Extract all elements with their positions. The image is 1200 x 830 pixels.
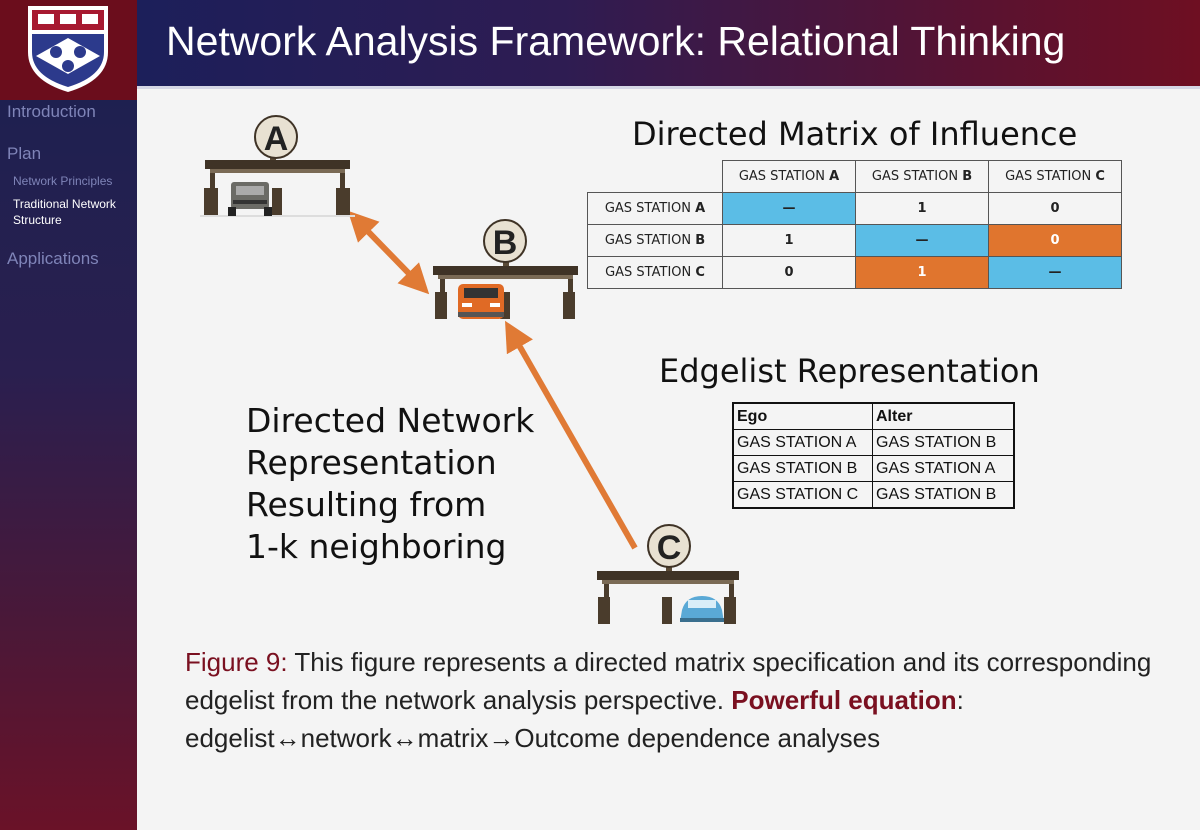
caption-text: This figure represents a directed matrix… (185, 647, 1152, 715)
university-shield-logo (0, 0, 137, 100)
gas-station-icon (200, 152, 355, 217)
matrix-cell: — (722, 192, 856, 225)
matrix-row-header: GAS STATION A (587, 192, 723, 225)
jeep-icon (228, 182, 272, 216)
nav-applications[interactable]: Applications (7, 249, 99, 268)
network-description-line: Resulting from (246, 485, 487, 524)
matrix-row-header: GAS STATION C (587, 256, 723, 289)
network-description-line: Directed Network (246, 401, 535, 440)
node-a-label: A (254, 115, 298, 159)
network-description: Directed Network Representation Resultin… (246, 400, 534, 568)
edgelist-cell: GAS STATION C (732, 481, 873, 509)
figure-caption: Figure 9: This figure represents a direc… (185, 643, 1155, 757)
matrix-heading: Directed Matrix of Influence (632, 115, 1078, 153)
edgelist-heading: Edgelist Representation (659, 352, 1040, 390)
matrix-cell: — (855, 224, 989, 257)
matrix-row: GAS STATION B 1 — 0 (587, 224, 1122, 257)
matrix-cell: 0 (722, 256, 856, 289)
caption-colon: : (956, 685, 964, 715)
node-b-label: B (483, 219, 527, 263)
gas-station-icon (433, 258, 578, 319)
matrix-header-row: GAS STATION A GAS STATION B GAS STATION … (587, 160, 1122, 193)
matrix-row: GAS STATION C 0 1 — (587, 256, 1122, 289)
edgelist-cell: GAS STATION A (872, 455, 1015, 482)
edgelist-row: GAS STATION C GAS STATION B (732, 481, 1015, 509)
matrix-cell: 0 (988, 192, 1122, 225)
svg-text:A: A (264, 120, 289, 158)
edgelist-table: Ego Alter GAS STATION A GAS STATION B GA… (732, 402, 1015, 509)
sidebar (0, 0, 137, 830)
matrix-row-header: GAS STATION B (587, 224, 723, 257)
edgelist-header-row: Ego Alter (732, 402, 1015, 430)
matrix-cell: 1 (855, 256, 989, 289)
figure-label: Figure 9: (185, 647, 288, 677)
edge-a-b-arrow (347, 210, 430, 295)
nav-network-principles[interactable]: Network Principles (13, 174, 113, 188)
nav-introduction[interactable]: Introduction (7, 102, 96, 121)
caption-equation: edgelist↔network↔matrix→Outcome dependen… (185, 723, 881, 753)
network-description-line: 1-k neighboring (246, 527, 507, 566)
matrix-col-header: GAS STATION C (988, 160, 1122, 193)
matrix-cell: — (988, 256, 1122, 289)
svg-text:B: B (493, 224, 518, 262)
slide-title: Network Analysis Framework: Relational T… (166, 18, 1066, 64)
influence-matrix: GAS STATION A GAS STATION B GAS STATION … (587, 160, 1122, 289)
matrix-corner-cell (587, 160, 723, 193)
edgelist-col-ego: Ego (732, 402, 873, 430)
matrix-col-header: GAS STATION A (722, 160, 856, 193)
nav-traditional-network-structure[interactable]: Structure (13, 213, 62, 227)
header-divider (137, 86, 1200, 89)
edgelist-row: GAS STATION B GAS STATION A (732, 455, 1015, 482)
suv-icon (458, 284, 504, 319)
edgelist-cell: GAS STATION B (872, 429, 1015, 456)
matrix-cell: 1 (855, 192, 989, 225)
edge-c-b-arrow (505, 320, 638, 550)
node-c-label: C (647, 524, 691, 568)
caption-emphasis: Powerful equation (731, 685, 957, 715)
sedan-icon (680, 596, 724, 622)
edgelist-cell: GAS STATION B (732, 455, 873, 482)
network-description-line: Representation (246, 443, 497, 482)
logo-area (0, 0, 137, 100)
nav-plan[interactable]: Plan (7, 144, 42, 163)
matrix-row: GAS STATION A — 1 0 (587, 192, 1122, 225)
edgelist-row: GAS STATION A GAS STATION B (732, 429, 1015, 456)
nav-traditional-network[interactable]: Traditional Network (13, 197, 116, 211)
matrix-col-header: GAS STATION B (855, 160, 989, 193)
edgelist-cell: GAS STATION A (732, 429, 873, 456)
matrix-cell: 1 (722, 224, 856, 257)
edgelist-cell: GAS STATION B (872, 481, 1015, 509)
matrix-cell: 0 (988, 224, 1122, 257)
header-bar (137, 0, 1200, 86)
edgelist-col-alter: Alter (872, 402, 1015, 430)
svg-text:C: C (657, 529, 682, 567)
